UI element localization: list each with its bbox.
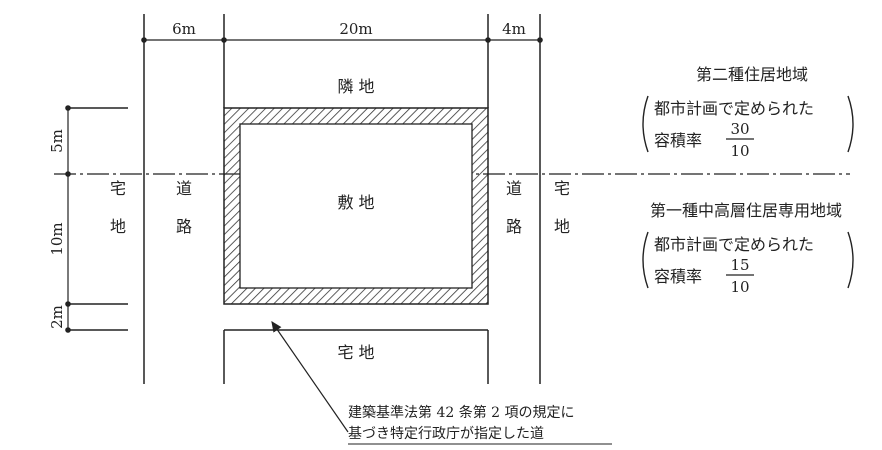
- plan-label-upper: 都市計画で定められた: [654, 99, 814, 118]
- right-residential-char-2: 地: [554, 217, 570, 236]
- right-road-width-label: 4m: [502, 20, 526, 38]
- site-width-label: 20m: [339, 20, 372, 38]
- right-road-char-2: 路: [506, 217, 522, 236]
- left-residential-char-2: 地: [110, 217, 126, 236]
- left-paren-lower: [642, 231, 649, 289]
- far-numerator-lower: 15: [730, 256, 749, 274]
- zone-annotation-lower: 第一種中高層住居専用地域 都市計画で定められた 容積率 15 10: [642, 201, 854, 296]
- site-depth-label: 10m: [48, 222, 66, 255]
- top-dimension: [141, 37, 543, 43]
- upper-depth-label: 5m: [48, 129, 66, 153]
- right-paren-lower: [847, 231, 854, 289]
- far-label-upper: 容積率: [654, 131, 702, 150]
- zone-name-upper: 第二種住居地域: [696, 65, 808, 84]
- road-lines: [68, 14, 541, 384]
- far-numerator-upper: 30: [730, 120, 749, 138]
- left-dimension: [65, 105, 71, 333]
- plan-label-lower: 都市計画で定められた: [654, 235, 814, 254]
- callout: 建築基準法第 42 条第 2 項の規定に 基づき特定行政庁が指定した道: [271, 321, 612, 445]
- callout-line-2: 基づき特定行政庁が指定した道: [348, 425, 544, 442]
- callout-leader-line: [271, 321, 349, 433]
- zone-name-lower: 第一種中高層住居専用地域: [650, 201, 842, 220]
- site-label: 敷 地: [337, 193, 374, 212]
- zone-annotation-upper: 第二種住居地域 都市計画で定められた 容積率 30 10: [642, 65, 854, 160]
- setback-depth-label: 2m: [48, 305, 66, 329]
- far-label-lower: 容積率: [654, 267, 702, 286]
- left-road-char-2: 路: [176, 217, 192, 236]
- residential-bottom-label: 宅 地: [337, 343, 374, 362]
- right-paren-upper: [847, 95, 854, 153]
- far-denominator-lower: 10: [730, 278, 749, 296]
- neighbor-lot-label: 隣 地: [337, 77, 374, 96]
- left-road-width-label: 6m: [172, 20, 196, 38]
- far-denominator-upper: 10: [730, 142, 749, 160]
- left-paren-upper: [642, 95, 649, 153]
- left-residential-char-1: 宅: [110, 179, 126, 198]
- right-residential-char-1: 宅: [554, 179, 570, 198]
- left-road-char-1: 道: [176, 179, 192, 198]
- site-frame: [223, 107, 489, 305]
- right-road-char-1: 道: [506, 179, 522, 198]
- callout-line-1: 建築基準法第 42 条第 2 項の規定に: [348, 404, 575, 421]
